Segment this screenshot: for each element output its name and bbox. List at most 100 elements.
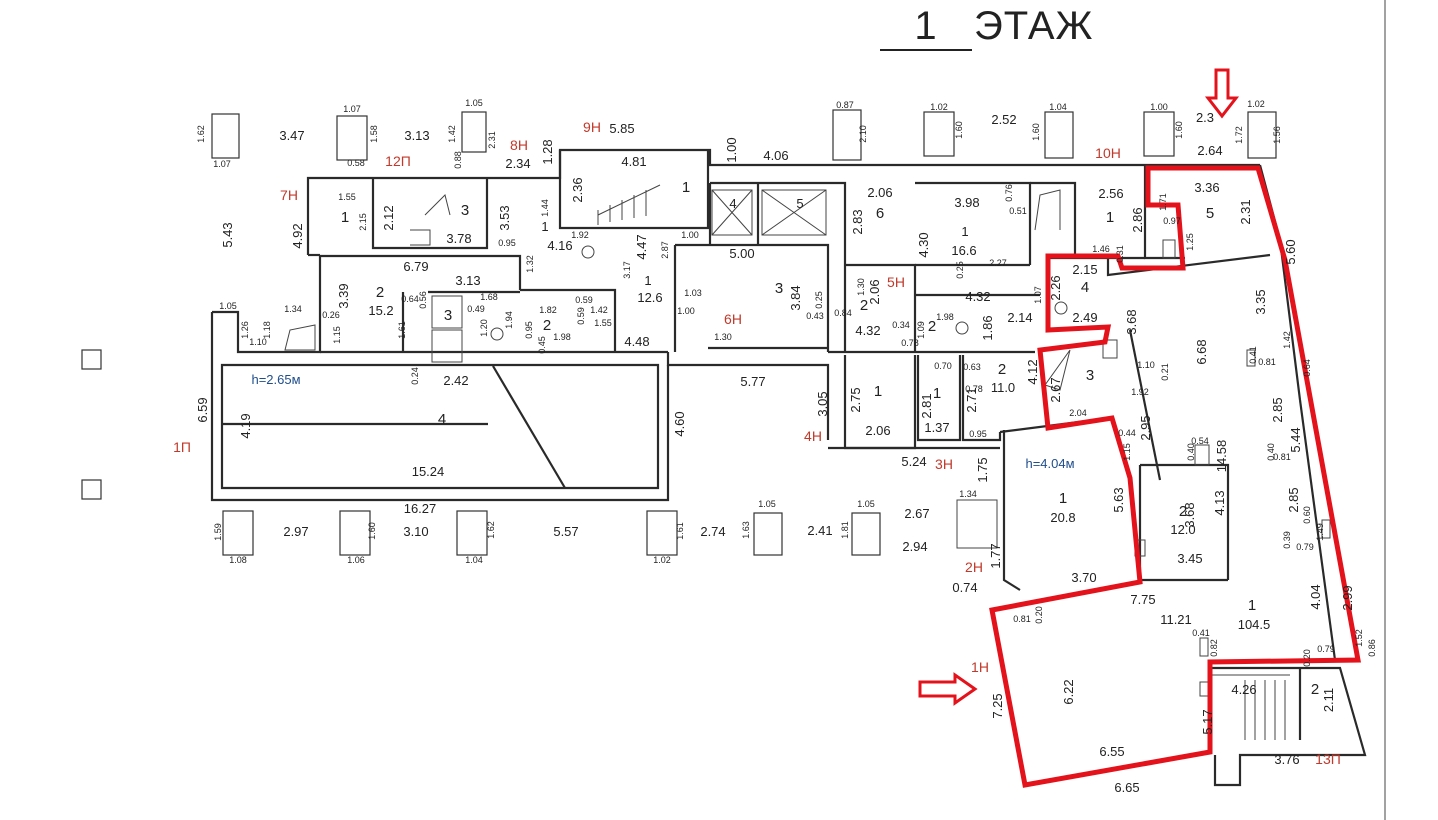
dimension-label: 16.6 [951, 243, 976, 258]
dimension-label: 0.63 [963, 362, 981, 372]
dimension-label: 1.98 [553, 332, 571, 342]
dimension-label: 0.79 [1296, 542, 1314, 552]
dimension-label: 0.21 [1160, 363, 1170, 381]
dimension-label: 2.3 [1196, 110, 1214, 125]
dimension-label: 1.81 [840, 521, 850, 539]
dimension-label: 0.82 [1209, 639, 1219, 657]
dimension-label: 5.57 [553, 524, 578, 539]
dimension-label: 1.92 [1131, 387, 1149, 397]
dimension-label: 1.44 [540, 199, 550, 217]
dimension-label: 7.75 [1130, 592, 1155, 607]
dimension-label: 1.55 [338, 192, 356, 202]
dimension-label: 1.02 [1247, 99, 1265, 109]
dimension-label: 1.00 [677, 306, 695, 316]
dimension-label: 4.32 [965, 289, 990, 304]
dimension-label: 0.41 [1192, 628, 1210, 638]
dimension-label: 1.34 [959, 489, 977, 499]
dimension-label: 1.03 [684, 288, 702, 298]
dimension-label: 2 [860, 297, 868, 314]
floor-word: ЭТАЖ [974, 4, 1094, 48]
dimension-label: 1.32 [525, 255, 535, 273]
dimension-label: 4.04 [1308, 584, 1323, 609]
dimension-label: 1.06 [347, 555, 365, 565]
dimension-label: 1.42 [1282, 331, 1292, 349]
dimension-label: 2.67 [1048, 377, 1063, 402]
dimension-label: 4 [1081, 279, 1089, 296]
dimension-label: 0.20 [1302, 649, 1312, 667]
dimension-label: 1.34 [284, 304, 302, 314]
dimension-label: 3 [444, 307, 452, 324]
dimension-label: 0.49 [467, 304, 485, 314]
dimension-label: 1.42 [447, 125, 457, 143]
dimension-label: 2.06 [867, 185, 892, 200]
dimension-label: 1.49 [1315, 523, 1325, 541]
dimension-label: 0.43 [806, 311, 824, 321]
dimension-label: 1.15 [1122, 443, 1132, 461]
dimension-label: 0.81 [1258, 357, 1276, 367]
dimension-label: 11.0 [991, 380, 1015, 395]
ceiling-height-label: h=4.04м [1025, 456, 1074, 471]
dimension-label: 5.17 [1200, 709, 1215, 734]
top-windows [211, 109, 1277, 161]
dimension-label: 1.07 [213, 159, 231, 169]
dimension-label: 2.87 [660, 241, 670, 259]
dimension-label: 3 [461, 202, 469, 219]
dimension-label: 16.27 [404, 501, 437, 516]
stairs-and-fixtures [284, 184, 1331, 740]
dimension-label: 0.25 [955, 261, 965, 279]
dimension-label: 4.48 [624, 334, 649, 349]
dimension-label: 3.45 [1177, 551, 1202, 566]
dimension-label: 1.72 [1234, 126, 1244, 144]
dimension-label: 1.04 [465, 555, 483, 565]
dimension-label: 1.59 [213, 523, 223, 541]
dimension-label: 3.05 [815, 391, 830, 416]
dimension-label: 2.49 [1072, 310, 1097, 325]
dimension-label: 1 [1106, 209, 1114, 226]
dimension-label: 0.64 [401, 294, 419, 304]
dimension-label: 6.55 [1099, 744, 1124, 759]
dimension-label: 2.10 [858, 125, 868, 143]
dimension-label: 0.56 [418, 291, 428, 309]
dimension-label: 1.46 [1092, 244, 1110, 254]
dimension-label: 0.51 [1009, 206, 1027, 216]
unit-label: 9Н [583, 119, 601, 135]
dimension-label: 3.84 [788, 285, 803, 310]
dimension-label: 2.34 [505, 156, 530, 171]
dimension-label: 1.25 [1185, 233, 1195, 251]
dimension-label: 5.77 [740, 374, 765, 389]
unit-label: 8Н [510, 137, 528, 153]
dimension-label: 1 [1059, 490, 1067, 507]
dimension-label: 0.31 [1115, 245, 1125, 263]
dimension-label: 1.05 [857, 499, 875, 509]
bottom-windows [222, 510, 881, 556]
dimension-label: 1.77 [988, 543, 1003, 568]
dimension-label: 1.04 [1049, 102, 1067, 112]
dimension-label: 1 [874, 383, 882, 400]
dimension-label: 2.83 [850, 209, 865, 234]
dimension-label: 0.44 [1118, 428, 1136, 438]
dimension-label: 2.74 [700, 524, 725, 539]
dimension-label: 5.60 [1283, 239, 1298, 264]
dimension-label: 3.13 [404, 128, 429, 143]
dimension-label: 3.68 [1124, 309, 1139, 334]
dimension-label: 1.82 [539, 305, 557, 315]
dimension-label: 1.02 [653, 555, 671, 565]
dimension-label: 1 [1248, 597, 1256, 614]
dimension-label: 4.19 [238, 413, 253, 438]
dimension-label: 0.39 [1282, 531, 1292, 549]
dimension-label: 2.06 [867, 279, 882, 304]
dimension-label: 6.59 [195, 397, 210, 422]
dimension-label: 0.87 [836, 100, 854, 110]
dimension-label: 0.88 [453, 151, 463, 169]
dimension-label: 5.24 [901, 454, 926, 469]
dimension-label: 2.85 [1270, 397, 1285, 422]
dimension-label: 0.97 [1163, 216, 1181, 226]
dimension-label: 4 [729, 196, 736, 211]
dimension-label: 6.68 [1194, 339, 1209, 364]
dimension-label: 3.76 [1274, 752, 1299, 767]
dimension-label: 0.86 [1367, 639, 1377, 657]
dimension-label: 0.79 [1317, 644, 1335, 654]
dimension-label: 2 [998, 361, 1006, 378]
dimension-label: 3 [1086, 367, 1094, 384]
dimension-label: 2 [376, 284, 384, 301]
